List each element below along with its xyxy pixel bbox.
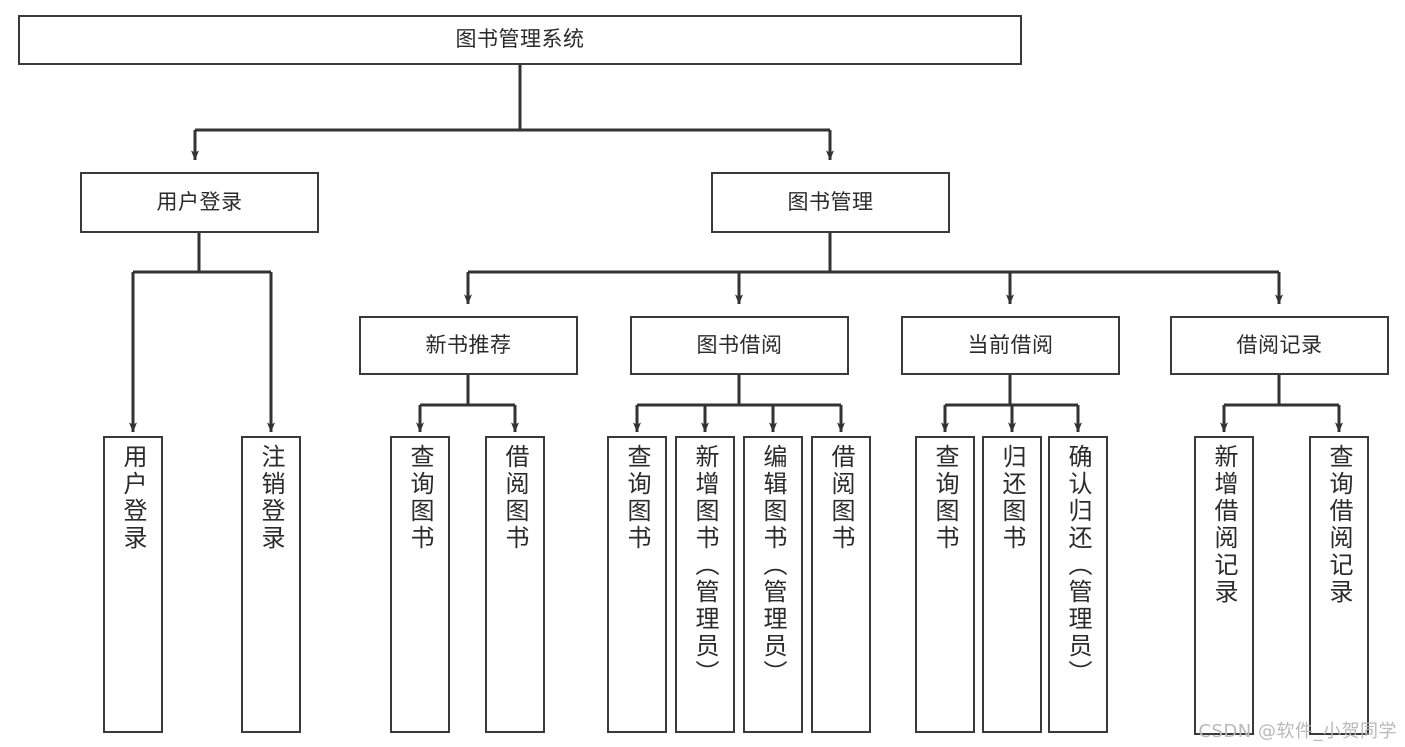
node-label: 查询图书 (623, 444, 651, 552)
node-label: 当前借阅 (967, 332, 1054, 357)
node-label: 查询图书 (931, 444, 959, 552)
node-user-login[interactable]: 用户登录 (80, 172, 319, 233)
node-label: 借阅图书 (501, 444, 529, 552)
node-label: 查询图书 (406, 444, 434, 552)
node-label: 用户登录 (119, 444, 147, 552)
node-label: 图书借阅 (696, 332, 783, 357)
leaf-query-book-borrow[interactable]: 查询图书 (607, 436, 667, 733)
node-label: 确认归还（管理员） (1064, 444, 1092, 687)
node-label: 归还图书 (998, 444, 1026, 552)
leaf-user-login[interactable]: 用户登录 (103, 436, 163, 733)
watermark-text: CSDN @软件_小贺同学 (1198, 721, 1397, 742)
leaf-query-borrow-record[interactable]: 查询借阅记录 (1309, 436, 1369, 735)
node-label: 编辑图书（管理员） (759, 444, 787, 687)
node-root-book-management-system[interactable]: 图书管理系统 (18, 15, 1022, 65)
node-label: 注销登录 (257, 444, 285, 552)
leaf-confirm-return-admin[interactable]: 确认归还（管理员） (1048, 436, 1108, 733)
leaf-borrow-book-recommend[interactable]: 借阅图书 (485, 436, 545, 733)
leaf-query-book-recommend[interactable]: 查询图书 (390, 436, 450, 733)
node-label: 图书管理系统 (455, 27, 585, 52)
leaf-add-book-admin[interactable]: 新增图书（管理员） (675, 436, 735, 733)
node-label: 用户登录 (156, 189, 243, 214)
node-label: 新增图书（管理员） (691, 444, 719, 687)
node-book-management[interactable]: 图书管理 (711, 172, 950, 233)
node-label: 查询借阅记录 (1325, 444, 1353, 606)
leaf-return-book[interactable]: 归还图书 (982, 436, 1042, 733)
node-book-borrow[interactable]: 图书借阅 (630, 316, 849, 375)
node-label: 新书推荐 (425, 332, 512, 357)
node-current-borrow[interactable]: 当前借阅 (901, 316, 1120, 375)
node-label: 借阅记录 (1236, 332, 1323, 357)
leaf-query-book-current[interactable]: 查询图书 (915, 436, 975, 733)
leaf-logout-login[interactable]: 注销登录 (241, 436, 301, 733)
node-new-book-recommend[interactable]: 新书推荐 (359, 316, 578, 375)
node-borrow-record[interactable]: 借阅记录 (1170, 316, 1389, 375)
leaf-add-borrow-record[interactable]: 新增借阅记录 (1194, 436, 1254, 735)
leaf-borrow-book-borrow[interactable]: 借阅图书 (811, 436, 871, 733)
leaf-edit-book-admin[interactable]: 编辑图书（管理员） (743, 436, 803, 733)
node-label: 图书管理 (787, 189, 874, 214)
node-label: 新增借阅记录 (1210, 444, 1238, 606)
node-label: 借阅图书 (827, 444, 855, 552)
